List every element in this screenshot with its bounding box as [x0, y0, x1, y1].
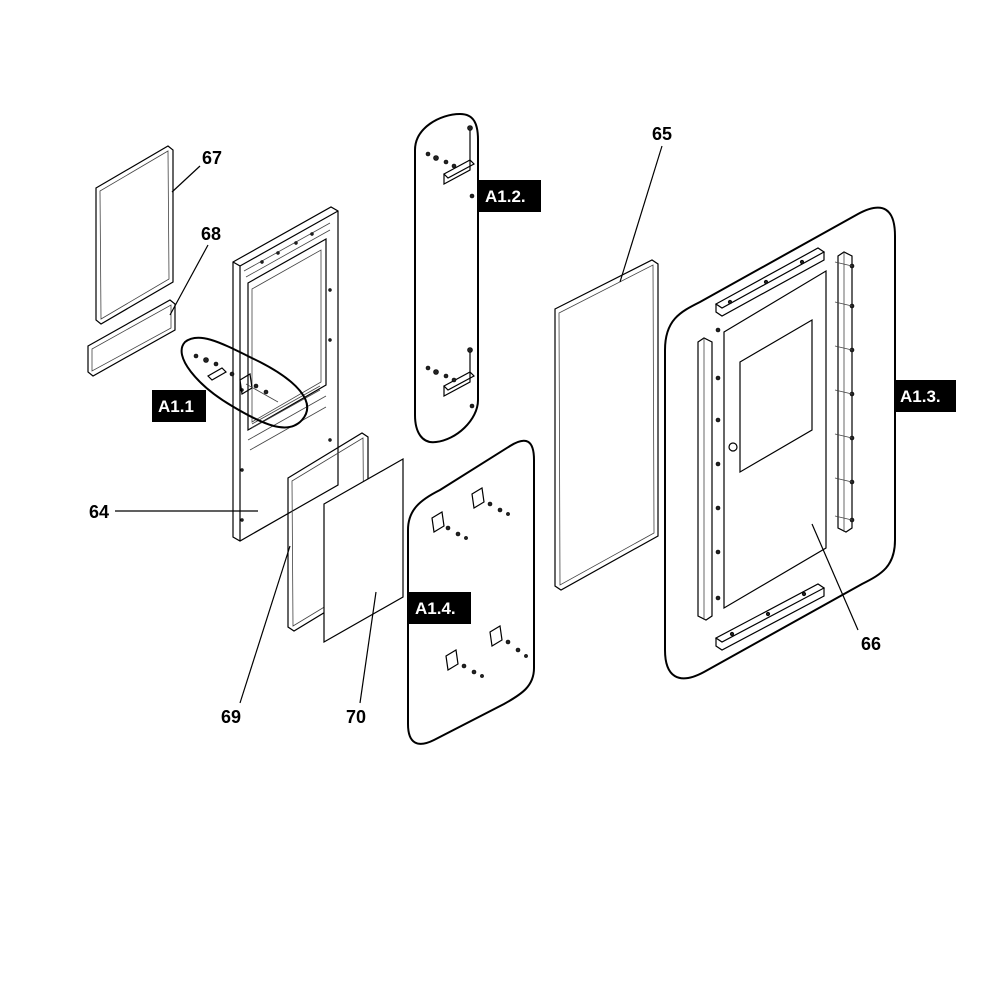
part-68-strip-gasket — [87, 299, 176, 377]
callout-69: 69 — [221, 707, 241, 727]
label-box-a1-4: A1.4. — [409, 592, 471, 624]
label-box-a1-1: A1.1 — [152, 390, 206, 422]
callout-66: 66 — [861, 634, 881, 654]
label-box-a1-2: A1.2. — [479, 180, 541, 212]
part-70-glass-pane — [323, 457, 404, 644]
label-box-a1-3: A1.3. — [894, 380, 956, 412]
group-a1-2-outline — [414, 112, 479, 444]
label-a1-4: A1.4. — [415, 599, 456, 618]
callout-68: 68 — [201, 224, 221, 244]
group-a1-4-outline — [407, 439, 535, 745]
label-a1-3: A1.3. — [900, 387, 941, 406]
part-67-gasket — [95, 145, 174, 325]
label-a1-1: A1.1 — [158, 397, 194, 416]
part-66-door-panel — [697, 247, 855, 651]
callout-64: 64 — [89, 502, 109, 522]
callout-70: 70 — [346, 707, 366, 727]
label-a1-2: A1.2. — [485, 187, 526, 206]
callout-65: 65 — [652, 124, 672, 144]
part-65-large-gasket — [554, 259, 659, 591]
group-a1-1-outline — [180, 336, 309, 429]
callout-67: 67 — [202, 148, 222, 168]
leader-lines — [115, 145, 859, 704]
part-64-door-frame — [232, 206, 339, 542]
